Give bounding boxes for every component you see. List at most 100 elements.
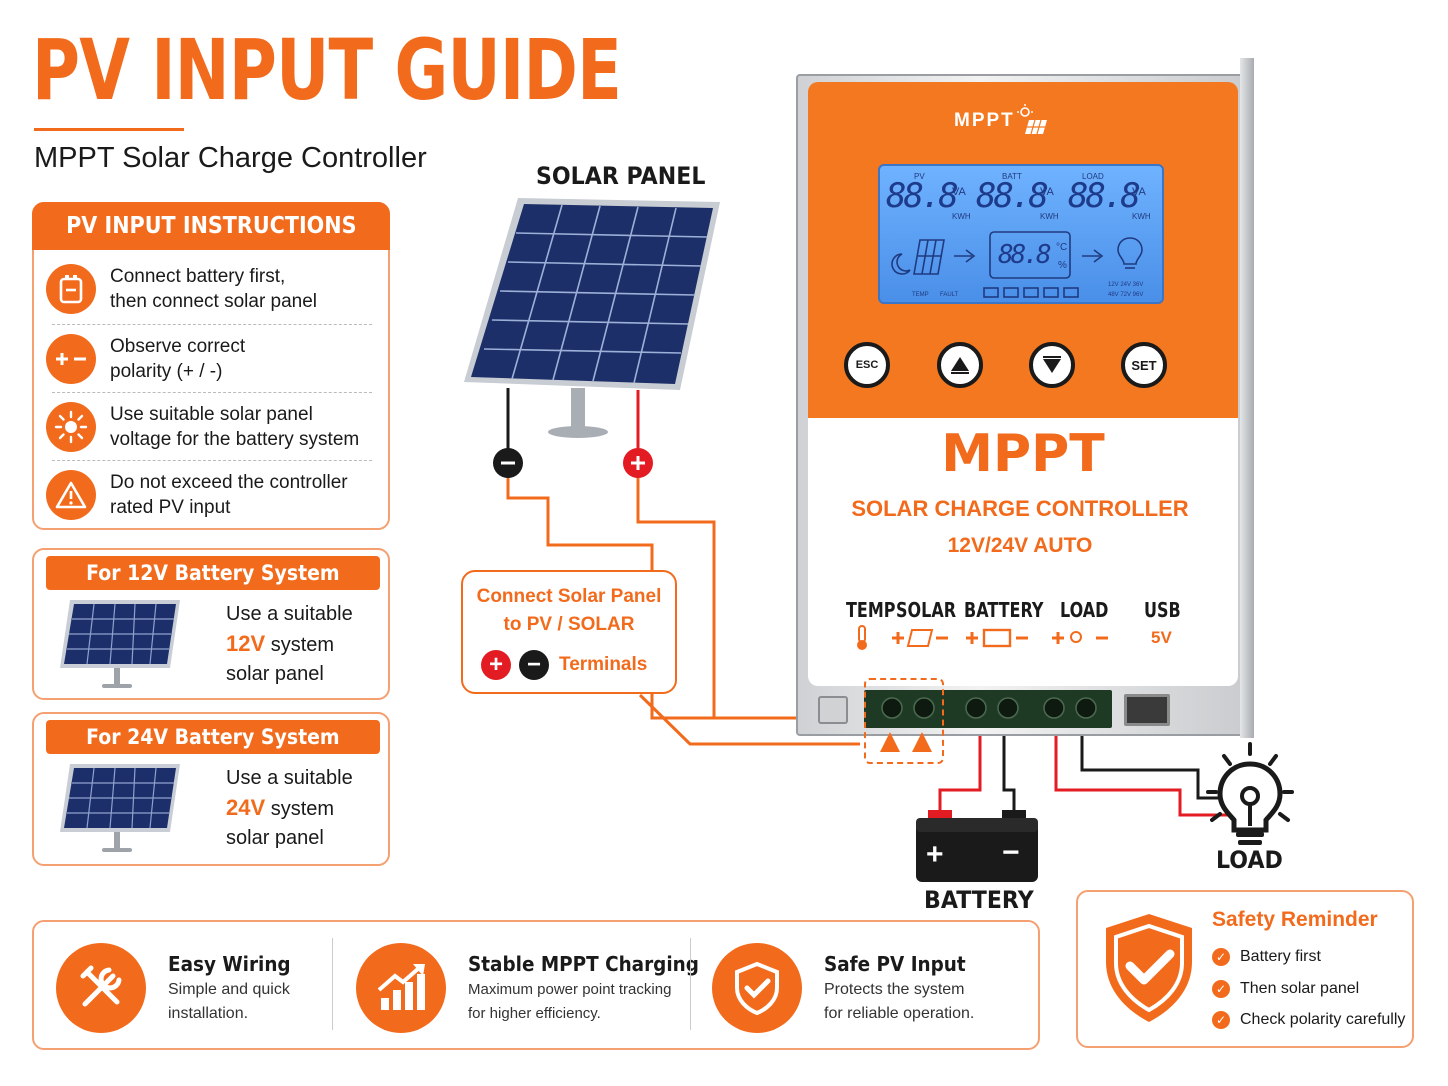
sun-icon <box>46 402 96 452</box>
page-title: PV INPUT GUIDE <box>32 21 622 119</box>
up-button[interactable] <box>937 342 983 388</box>
terminal-screws <box>881 697 1097 719</box>
check-icon: ✓ <box>1212 948 1230 966</box>
system-12v-heading: For 12V Battery System <box>46 556 380 590</box>
instruction-text: Connect battery first, <box>110 266 286 287</box>
system-24v-heading: For 24V Battery System <box>46 720 380 754</box>
terminal-battery-label: BATTERY <box>964 598 1044 622</box>
check-icon: ✓ <box>1212 980 1230 998</box>
lcd-load-label: LOAD <box>1082 172 1104 181</box>
controller-mount-bracket <box>1240 58 1254 738</box>
solar-panel-large <box>464 198 720 438</box>
instruction-text: polarity (+ / -) <box>110 361 223 382</box>
light-bulb-icon <box>1206 742 1294 845</box>
system-24v-card: For 24V Battery System Use a suitable 24… <box>32 712 390 866</box>
lcd-unit: % <box>1058 260 1067 271</box>
feature-title: Safe PV Input <box>824 952 966 976</box>
instruction-text: Use suitable solar panel <box>110 404 313 425</box>
title-underline <box>34 128 184 131</box>
callout-line: to PV / SOLAR <box>503 614 635 635</box>
feature-divider <box>332 938 333 1030</box>
system-text-line: system <box>265 634 335 656</box>
set-button[interactable]: SET <box>1121 342 1167 388</box>
feature-desc: for higher efficiency. <box>468 1005 601 1022</box>
system-voltage: 12V <box>226 631 266 656</box>
temp-sensor-port <box>818 696 848 724</box>
lcd-pv-label: PV <box>914 172 925 181</box>
lcd-unit: °C <box>1056 242 1068 253</box>
feature-desc: Maximum power point tracking <box>468 981 672 998</box>
lcd-unit: VA <box>952 186 966 198</box>
feature-desc: for reliable operation. <box>824 1005 975 1022</box>
safety-title: Safety Reminder <box>1212 908 1378 931</box>
shield-check-icon <box>712 943 802 1033</box>
feature-desc: Protects the system <box>824 981 965 998</box>
instructions-heading: PV INPUT INSTRUCTIONS <box>32 202 390 250</box>
controller-front-bottom <box>808 418 1238 686</box>
down-arrow-icon <box>1043 356 1061 373</box>
esc-button[interactable]: ESC <box>844 342 890 388</box>
pv-terminal-highlight <box>864 678 944 764</box>
divider <box>52 460 372 461</box>
battery-label: BATTERY <box>924 886 1034 914</box>
system-12v-text: Use a suitable 12V system solar panel <box>226 600 353 689</box>
controller-logo: MPPT <box>954 104 1051 138</box>
instruction-text: Do not exceed the controller <box>110 472 348 493</box>
lcd-unit: KWH <box>1040 212 1059 221</box>
system-24v-text: Use a suitable 24V system solar panel <box>226 764 353 853</box>
callout-line: Connect Solar Panel <box>476 586 662 607</box>
feature-divider <box>690 938 691 1030</box>
terminal-solar-label: SOLAR <box>896 598 957 622</box>
polarity-icon <box>46 334 96 384</box>
controller-mode: 12V/24V AUTO <box>947 534 1093 557</box>
feature-desc: Simple and quick <box>168 981 290 998</box>
system-text-line: Use a suitable <box>226 767 353 789</box>
warning-icon <box>46 470 96 520</box>
lcd-batt-label: BATT <box>1002 172 1022 181</box>
lcd-voltages: 12V 24V 36V <box>1108 282 1144 288</box>
terminal-usb-label: USB <box>1144 598 1181 622</box>
system-12v-card: For 12V Battery System Use a suitable 12… <box>32 548 390 700</box>
lcd-unit: VA <box>1040 186 1054 198</box>
callout-minus-icon: − <box>519 650 549 680</box>
system-text-line: system <box>265 798 335 820</box>
divider <box>52 392 372 393</box>
lcd-fault-label: FAULT <box>940 292 959 298</box>
feature-title: Easy Wiring <box>168 952 291 976</box>
controller-brand: MPPT <box>941 424 1105 484</box>
instruction-text: then connect solar panel <box>110 291 318 312</box>
battery-icon-large <box>916 810 1038 882</box>
controller-name: SOLAR CHARGE CONTROLLER <box>851 496 1189 521</box>
terminal-symbols <box>857 625 1108 650</box>
chart-up-icon <box>356 943 446 1033</box>
pv-terminal-arrows <box>880 732 932 752</box>
battery-icon <box>46 264 96 314</box>
page-subtitle: MPPT Solar Charge Controller <box>34 142 427 174</box>
lcd-load-value: 88.8 <box>1068 176 1141 216</box>
callout-line: Terminals <box>559 654 648 675</box>
instruction-text: voltage for the battery system <box>110 429 360 450</box>
lcd-unit: KWH <box>1132 212 1151 221</box>
check-icon: ✓ <box>1212 1011 1230 1029</box>
lcd-icons <box>891 231 1143 298</box>
thermometer-icon <box>857 625 867 650</box>
usb-voltage: 5V <box>1151 628 1172 647</box>
divider <box>52 324 372 325</box>
system-text-line: solar panel <box>226 663 324 685</box>
solar-panel-label: SOLAR PANEL <box>536 162 706 190</box>
safety-item: ✓Battery first <box>1212 948 1321 966</box>
lcd-unit: VA <box>1132 186 1146 198</box>
callout-plus-icon: + <box>481 650 511 680</box>
instructions-card: PV INPUT INSTRUCTIONS Connect battery fi… <box>32 202 390 530</box>
tools-icon <box>56 943 146 1033</box>
system-text-line: Use a suitable <box>226 603 353 625</box>
features-bar <box>32 920 1040 1050</box>
safety-card <box>1076 890 1414 1048</box>
usb-port <box>1124 694 1170 726</box>
down-button[interactable] <box>1029 342 1075 388</box>
lcd-screen: PV BATT LOAD 88.8 88.8 88.8 VA VA VA KWH… <box>878 164 1164 304</box>
terminal-load-label: LOAD <box>1060 598 1109 622</box>
instruction-item: Connect battery first, then connect solar… <box>46 256 374 322</box>
